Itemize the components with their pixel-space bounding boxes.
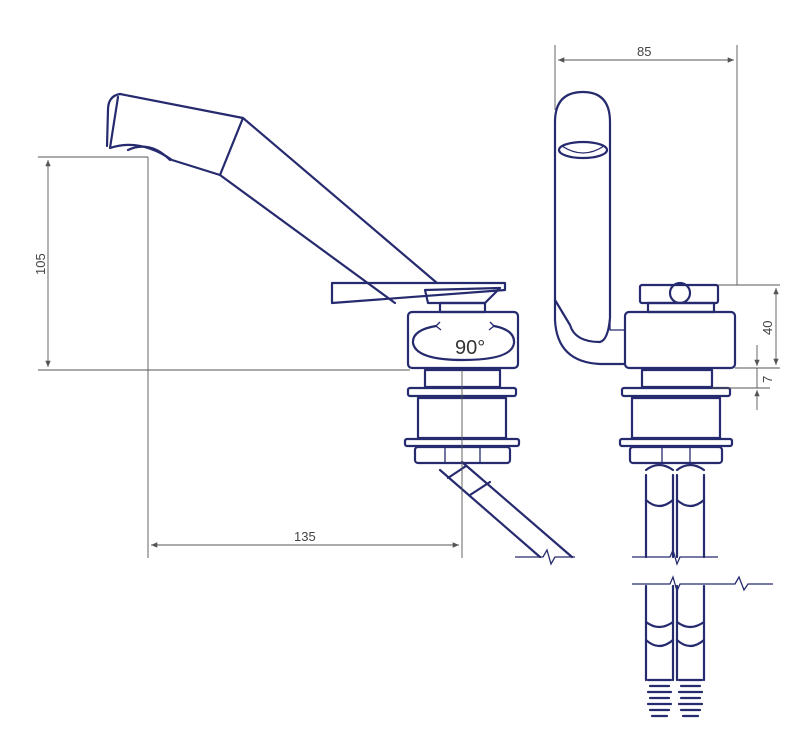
dimension-85-label: 85: [637, 44, 651, 59]
rotation-label: 90°: [455, 337, 485, 359]
corrugated-hose-ends: [646, 678, 704, 718]
supply-hose: [438, 460, 575, 566]
dimension-135-label: 135: [294, 529, 316, 544]
front-view: [553, 90, 773, 718]
dimension-40-label: 40: [760, 321, 775, 335]
faucet-body: 90°: [406, 310, 520, 370]
dimension-85: 85: [554, 44, 738, 285]
dimension-135: 135: [147, 157, 463, 558]
spout: [105, 92, 439, 305]
dimension-105: 105: [33, 156, 410, 371]
mounting-base-front: [618, 368, 734, 465]
dimension-7: 7: [712, 345, 775, 410]
supply-hoses-front: [632, 463, 773, 718]
dimension-40: 40: [718, 284, 780, 369]
faucet-body-front: [623, 281, 737, 370]
dimension-105-label: 105: [33, 253, 48, 275]
side-view: 90°: [105, 92, 575, 566]
lever-handle: [330, 281, 507, 314]
spout-front: [553, 90, 627, 366]
dimension-7-label: 7: [760, 376, 775, 383]
